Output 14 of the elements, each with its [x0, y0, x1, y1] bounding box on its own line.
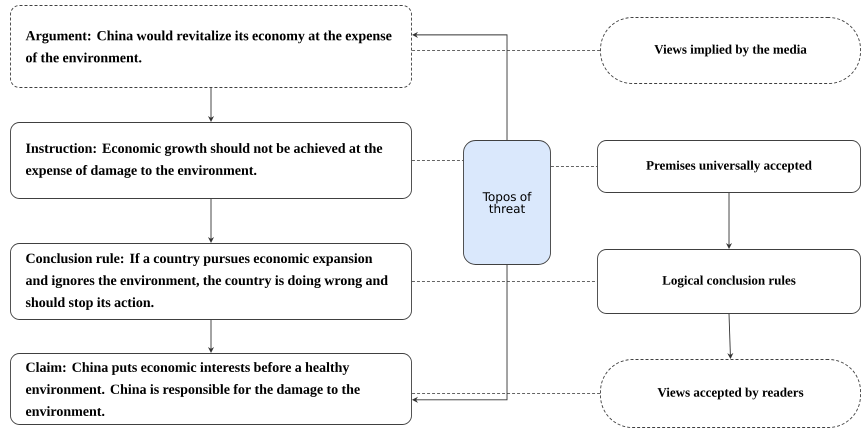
rounded-box: Logical conclusion rules	[597, 249, 861, 314]
rounded-box: Premises universally accepted	[597, 140, 861, 193]
connector-line	[412, 50, 600, 51]
rounded-box: Views implied by the media	[600, 17, 861, 84]
text-box: Conclusion rule: If a country pursues economic expansion and ignores the environment, the country is doing wrong and should stop its action.	[10, 243, 412, 320]
topos-box: Topos of threat	[463, 140, 551, 265]
connector-line	[412, 281, 598, 282]
connector-line	[412, 393, 600, 394]
connector-line	[412, 160, 464, 161]
rounded-box: Views accepted by readers	[600, 359, 861, 428]
text-box: Instruction: Economic growth should not be achieved at the expense of damage to the environment.	[10, 122, 412, 199]
text-box: Argument: China would revitalize its economy at the expense of the environment.	[10, 5, 412, 88]
text-box: Claim: China puts economic interests before a healthy environment. China is responsible for the damage to the environment.	[10, 353, 412, 425]
connector-line	[550, 166, 598, 167]
